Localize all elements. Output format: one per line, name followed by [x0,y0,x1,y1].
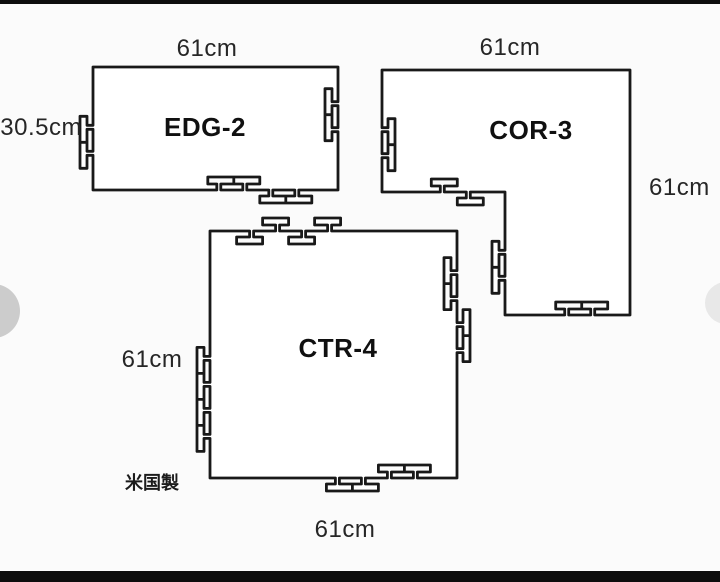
cor3-piece-name: COR-3 [489,115,572,145]
cor3-top-dimension: 61cm [480,34,541,61]
carousel-prev-button[interactable] [0,284,20,338]
ctr4-bottom-dimension: 61cm [315,516,376,543]
edg2-piece-name: EDG-2 [164,112,246,142]
edg2-side-dimension: 30.5cm [0,114,82,141]
ctr4-side-dimension: 61cm [122,346,183,373]
carousel-next-button[interactable] [705,282,720,324]
edg2-top-dimension: 61cm [177,35,238,62]
top-letterbox-bar [0,0,720,4]
ctr4-tile-outline [195,216,472,493]
origin-note: 米国製 [125,472,179,493]
cor3-tile-outline [380,68,632,317]
bottom-letterbox-bar [0,571,720,582]
cor3-side-dimension: 61cm [649,174,710,201]
ctr4-piece-name: CTR-4 [298,333,377,363]
edg2-tile-outline [78,65,340,205]
